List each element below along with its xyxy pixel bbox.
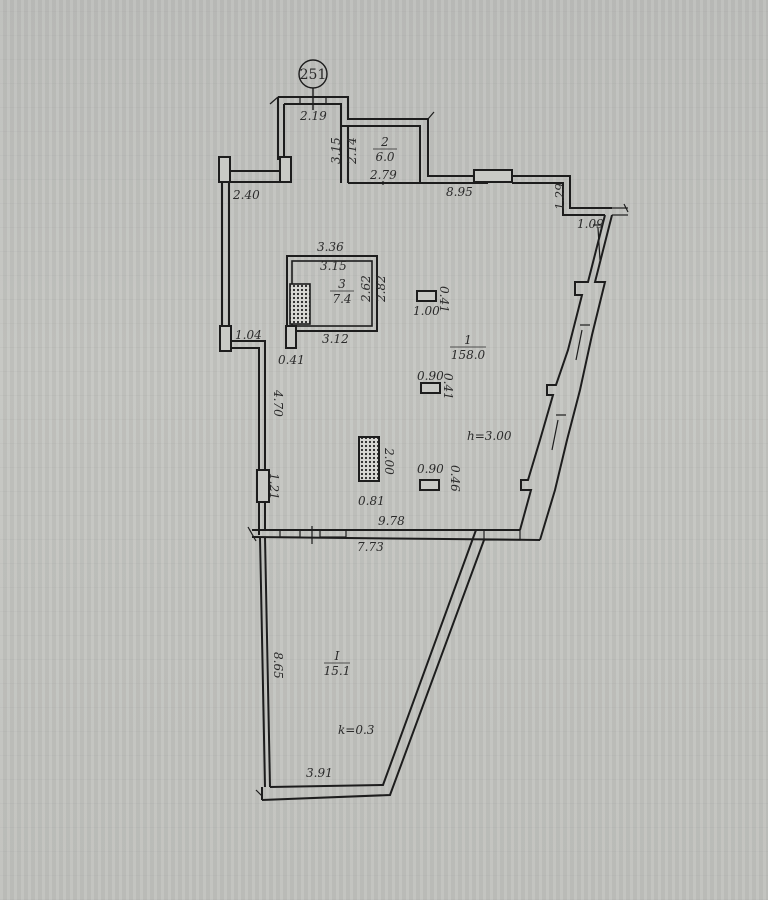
svg-text:9.78: 9.78 <box>378 514 405 528</box>
apartment-number-marker: 251 <box>298 59 328 110</box>
svg-text:1: 1 <box>464 333 472 347</box>
walls-right-slant <box>519 214 613 541</box>
walls-top <box>269 96 488 185</box>
svg-text:2.19: 2.19 <box>299 109 327 123</box>
svg-text:3.91: 3.91 <box>306 766 333 780</box>
svg-text:0.90: 0.90 <box>417 462 444 476</box>
svg-text:15.1: 15.1 <box>324 664 351 678</box>
column-1 <box>416 290 437 302</box>
room-label-1: 1 158.0 <box>450 333 486 362</box>
svg-text:8.95: 8.95 <box>446 185 473 199</box>
dimension-labels: 2.19 3.15 2.14 2.79 2.40 8.95 1.29 1.09 … <box>232 109 604 780</box>
svg-text:0.81: 0.81 <box>358 494 385 508</box>
svg-text:1.21: 1.21 <box>267 473 281 500</box>
ventilation-shaft <box>289 283 311 325</box>
column-2 <box>420 382 441 394</box>
svg-text:2.82: 2.82 <box>374 275 388 303</box>
svg-text:7.4: 7.4 <box>332 292 351 306</box>
svg-text:1.04: 1.04 <box>235 328 262 342</box>
column-3 <box>419 479 440 491</box>
svg-text:158.0: 158.0 <box>451 348 486 362</box>
svg-text:0.46: 0.46 <box>448 465 462 492</box>
svg-text:3: 3 <box>338 277 346 291</box>
svg-text:6.0: 6.0 <box>375 150 394 164</box>
svg-text:1.29: 1.29 <box>553 183 567 210</box>
svg-text:3.12: 3.12 <box>322 332 349 346</box>
svg-text:3.36: 3.36 <box>317 240 344 254</box>
svg-text:1.00: 1.00 <box>413 304 440 318</box>
svg-text:3.15: 3.15 <box>320 259 347 273</box>
svg-text:2.79: 2.79 <box>369 168 397 182</box>
walls-top-right <box>473 169 629 216</box>
svg-text:8.65: 8.65 <box>271 652 285 679</box>
apartment-number: 251 <box>300 67 327 83</box>
svg-text:2.40: 2.40 <box>232 188 260 202</box>
svg-text:4.70: 4.70 <box>271 389 285 417</box>
svg-text:0.41: 0.41 <box>441 373 455 400</box>
svg-text:3.15: 3.15 <box>329 137 343 164</box>
svg-text:2.14: 2.14 <box>345 137 359 165</box>
walls-left <box>218 156 292 535</box>
svg-text:0.41: 0.41 <box>437 286 451 313</box>
svg-text:2: 2 <box>380 135 389 149</box>
ceiling-height-label: h=3.00 <box>467 429 512 443</box>
coefficient-label: k=0.3 <box>338 723 375 737</box>
svg-text:2.00: 2.00 <box>382 447 396 475</box>
walls-middle <box>247 526 541 544</box>
svg-text:2.62: 2.62 <box>359 275 373 303</box>
svg-text:0.41: 0.41 <box>278 353 305 367</box>
svg-text:1.09: 1.09 <box>577 217 604 231</box>
shaft-hatched <box>358 436 380 482</box>
room-label-2: 2 6.0 <box>373 135 397 164</box>
walls-lower <box>255 529 485 801</box>
room-3 <box>285 255 378 349</box>
svg-text:I: I <box>334 649 340 663</box>
svg-text:0.90: 0.90 <box>417 369 444 383</box>
room-label-I: I 15.1 <box>324 649 351 678</box>
room-label-3: 3 7.4 <box>330 277 354 306</box>
svg-text:7.73: 7.73 <box>357 540 384 554</box>
